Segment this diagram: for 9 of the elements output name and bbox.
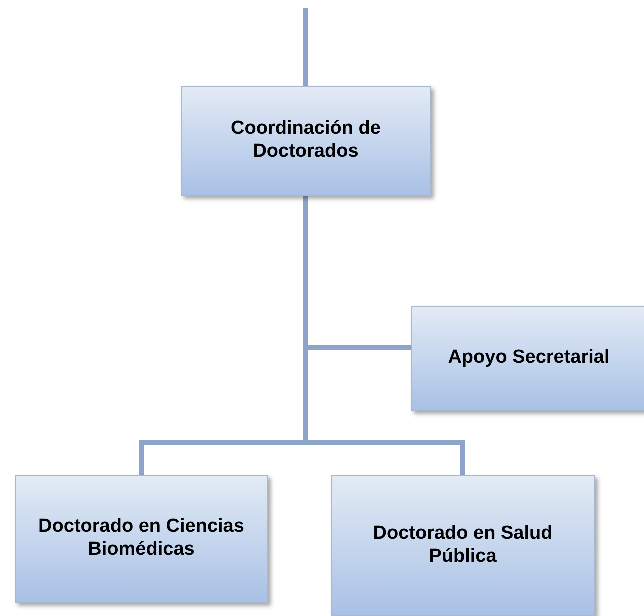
box-label: Apoyo Secretarial bbox=[447, 347, 611, 370]
org-box bbox=[15, 475, 268, 603]
connector-line bbox=[304, 8, 308, 86]
box-label: Coordinación de Doctorados bbox=[230, 118, 382, 164]
org-box bbox=[411, 306, 644, 411]
org-box bbox=[181, 86, 431, 196]
box-label: Doctorado en Salud Pública bbox=[372, 522, 554, 568]
org-box bbox=[331, 475, 595, 616]
box-label: Doctorado en Ciencias Biomédicas bbox=[38, 516, 246, 562]
